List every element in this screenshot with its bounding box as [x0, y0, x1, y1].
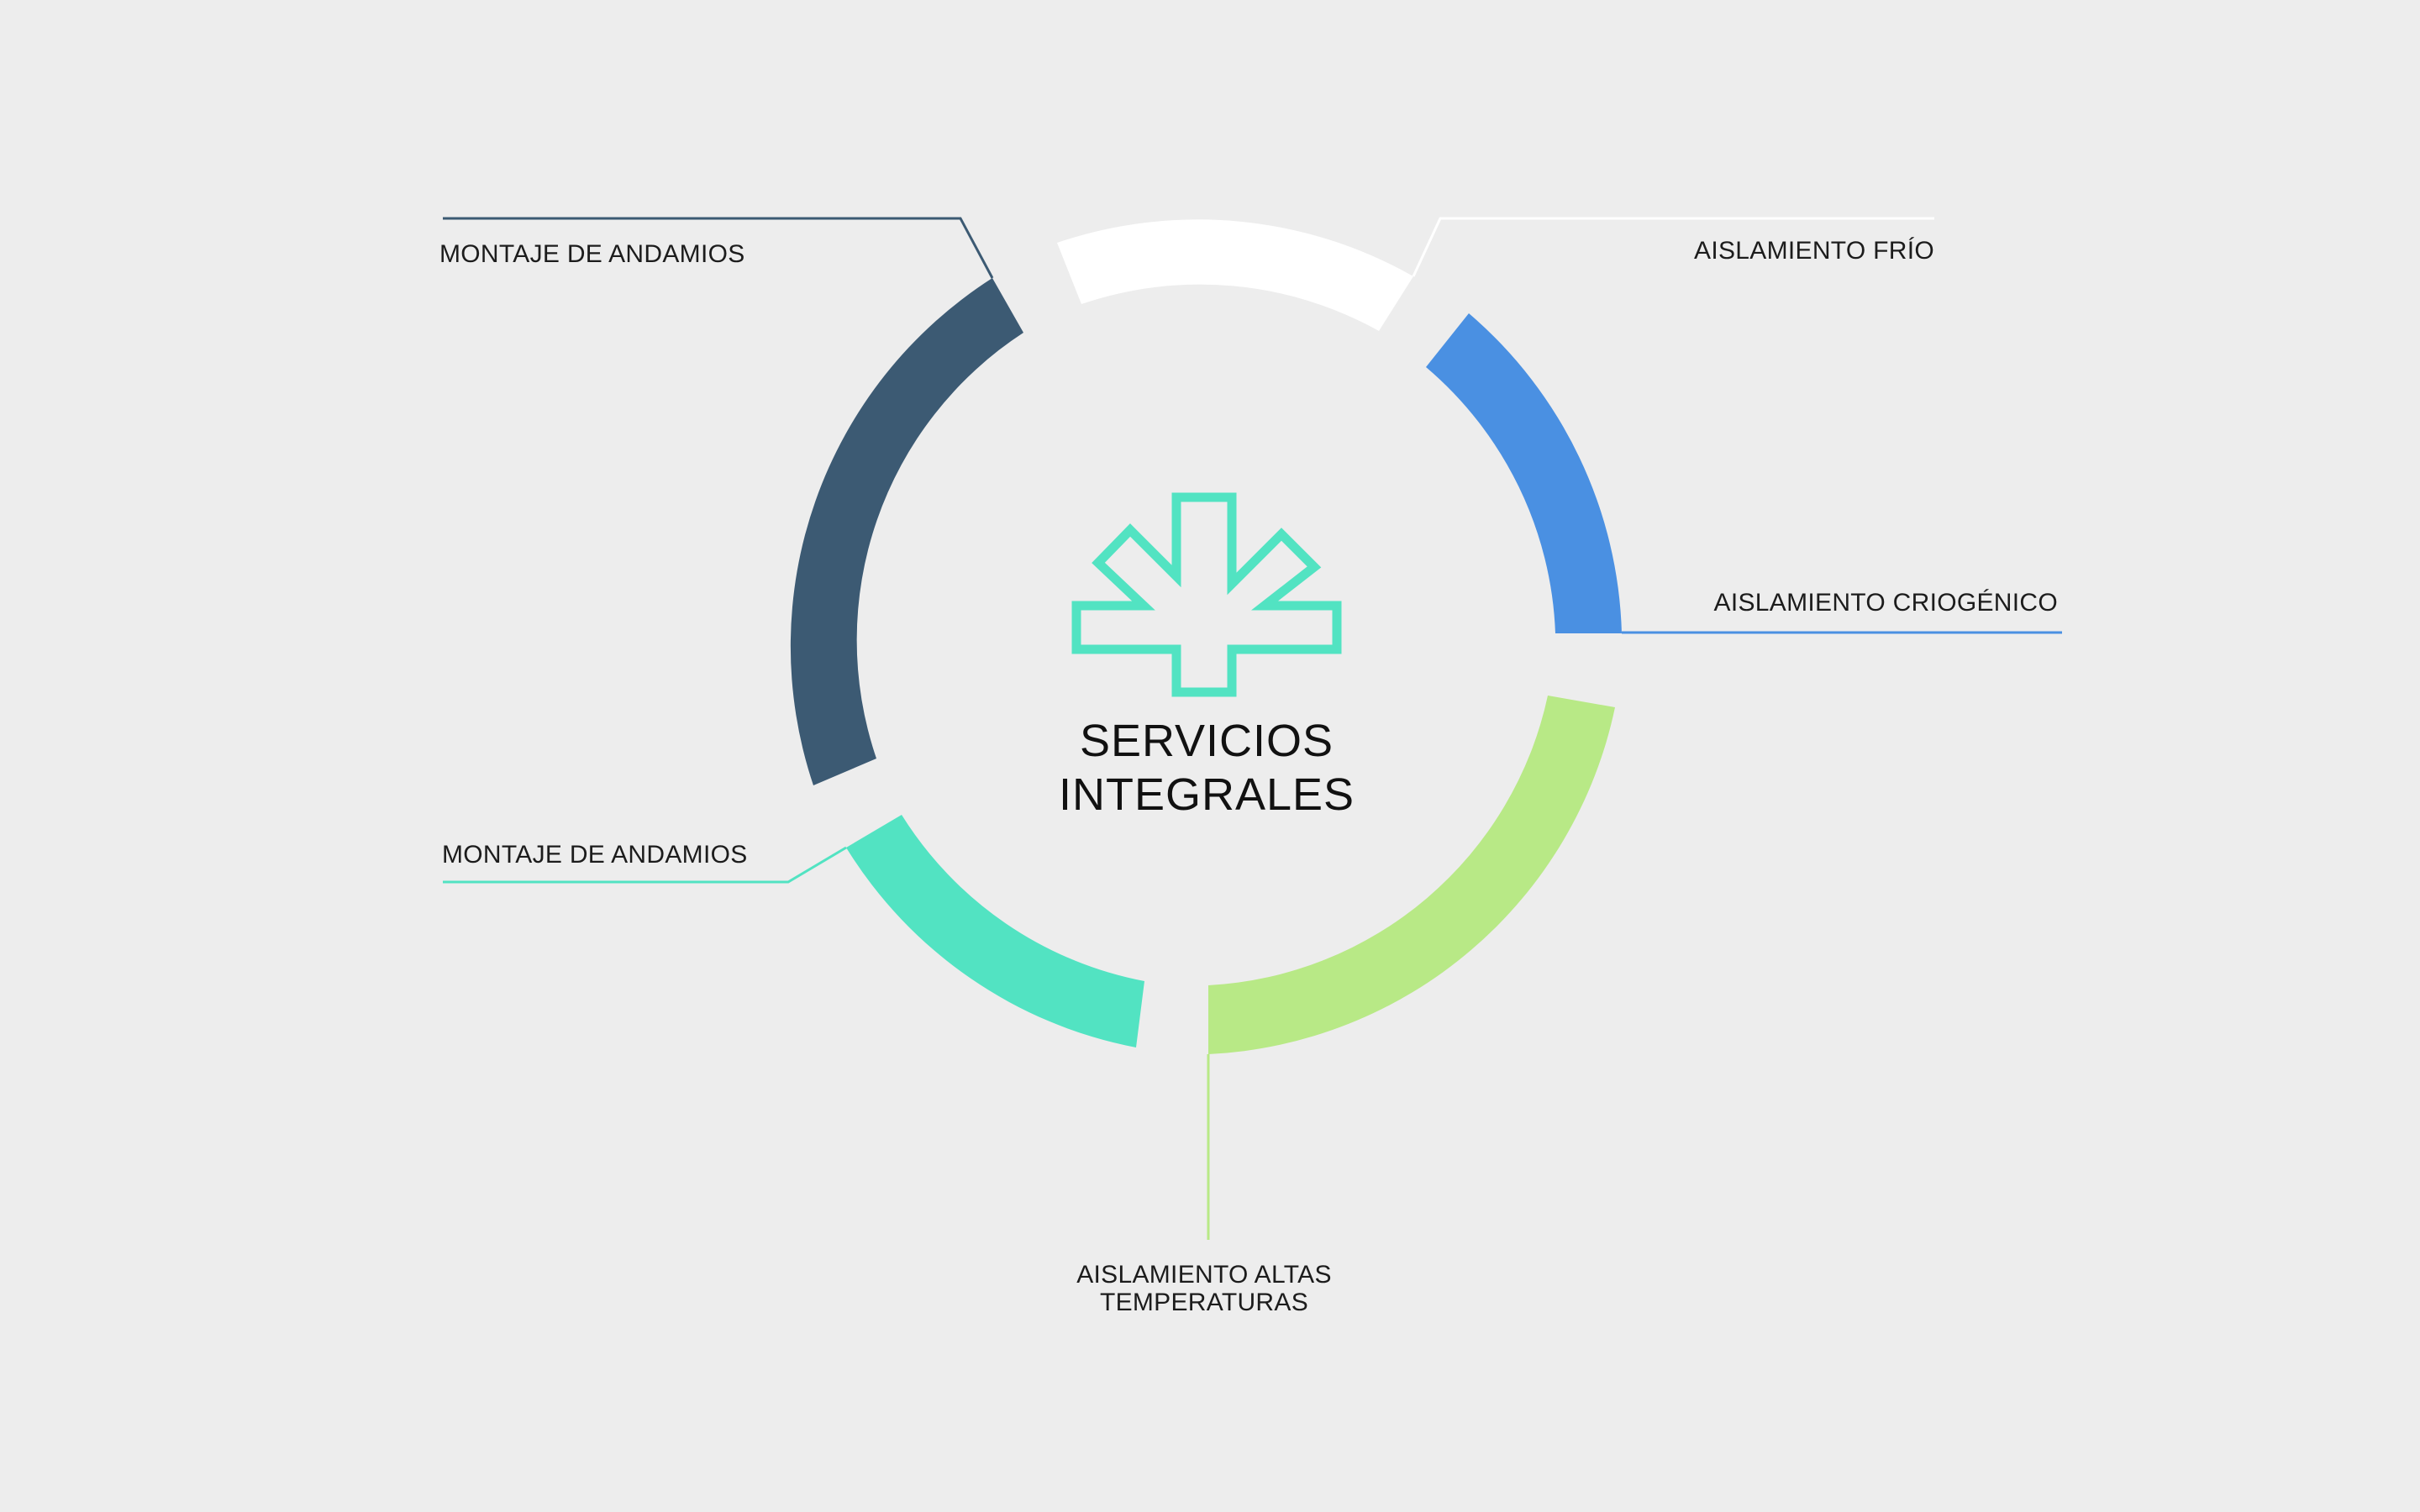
segment-arc-montaje-top [790, 278, 1023, 785]
label-aislamiento-frio: AISLAMIENTO FRÍO [1694, 237, 1934, 265]
label-montaje-bottom: MONTAJE DE ANDAMIOS [442, 841, 748, 869]
segment-arc-aislamiento-altas [1208, 696, 1615, 1054]
center-title-line2: INTEGRALES [1059, 769, 1355, 820]
leader-line-montaje-top [443, 217, 994, 279]
label-montaje-top: MONTAJE DE ANDAMIOS [439, 240, 745, 268]
segment-arc-montaje-bottom [846, 815, 1144, 1047]
center-title-line1: SERVICIOS [1080, 716, 1334, 766]
segment-arc-aislamiento-frio [1057, 219, 1413, 331]
segment-arc-aislamiento-criogenico [1426, 313, 1622, 633]
leader-line-aislamiento-frio [1412, 217, 1934, 277]
label-aislamiento-altas-line1: AISLAMIENTO ALTAS [1076, 1261, 1332, 1289]
asterisk-cross-icon [1071, 492, 1342, 697]
label-aislamiento-altas-line2: TEMPERATURAS [1100, 1289, 1308, 1316]
leader-line-montaje-bottom [443, 846, 847, 884]
label-aislamiento-criogenico: AISLAMIENTO CRIOGÉNICO [1714, 589, 2058, 617]
